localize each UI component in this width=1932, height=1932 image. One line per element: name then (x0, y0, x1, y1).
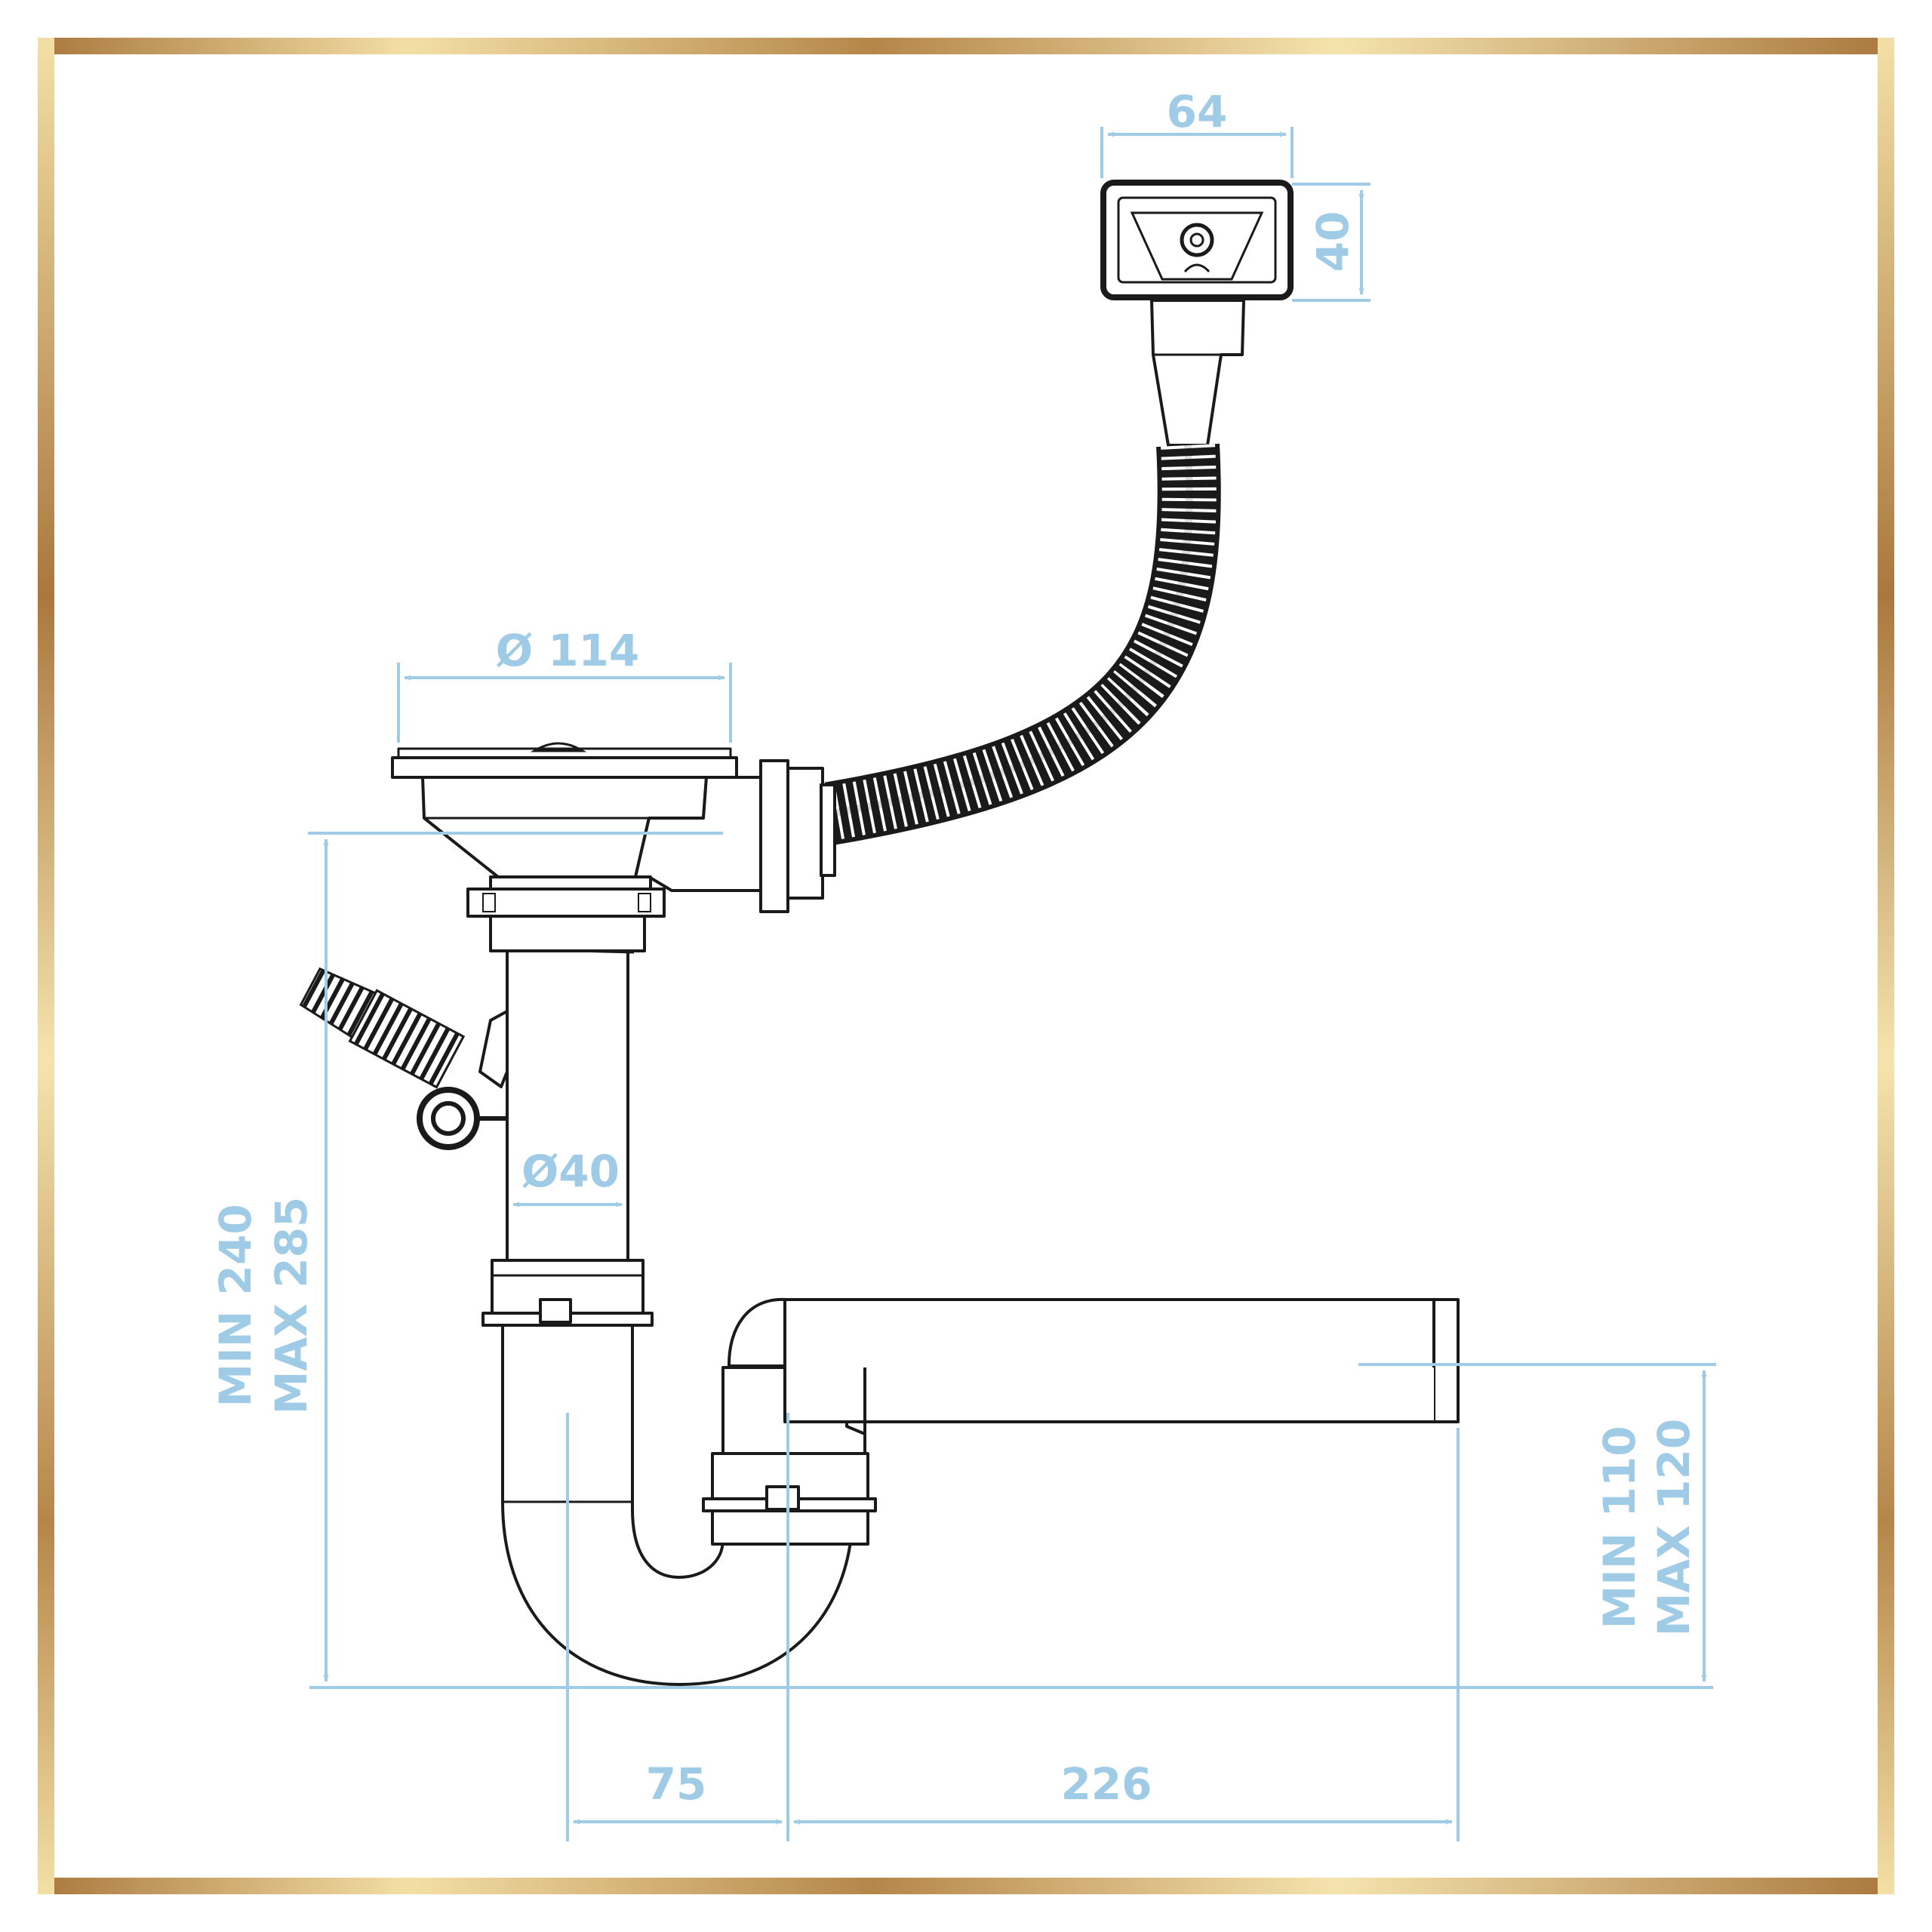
dimension-overflow-height: 40 (1292, 183, 1371, 302)
vertical-pipe-nut (481, 1259, 654, 1327)
appliance-spigot (299, 967, 509, 1150)
overflow-corrugated-hose (824, 443, 1221, 845)
dim-label-114: Ø 114 (496, 625, 640, 676)
dim-label-40: 40 (1307, 211, 1358, 272)
overflow-head (1100, 180, 1294, 300)
dimension-outlet-length: 226 (793, 1428, 1460, 1841)
dimension-pipe-diameter: Ø40 (512, 1146, 623, 1208)
dimension-offset-75: 75 (566, 1413, 789, 1841)
dim-label-226: 226 (1060, 1758, 1152, 1810)
overflow-neck (1150, 299, 1245, 447)
dimension-outlet-height: MIN 110 MAX 120 (1358, 1363, 1716, 1682)
vertical-pipe (506, 949, 635, 1262)
dim-label-min-110: MIN 110 (1594, 1426, 1645, 1629)
dimension-overflow-width: 64 (1100, 86, 1294, 178)
dimension-total-height: MIN 240 MAX 285 (210, 832, 1713, 1689)
dim-label-max-285: MAX 285 (266, 1197, 317, 1415)
dim-label-min-240: MIN 240 (210, 1204, 261, 1407)
dim-label-max-120: MAX 120 (1648, 1419, 1700, 1637)
dim-label-64: 64 (1167, 86, 1228, 137)
hose-connector (759, 759, 836, 913)
dimension-strainer-diameter: Ø 114 (397, 625, 732, 743)
gold-frame (38, 38, 1894, 1894)
horizontal-outlet-pipe (783, 1298, 1460, 1423)
strainer-basket (391, 742, 762, 952)
dim-label-75: 75 (646, 1758, 707, 1810)
dim-label-40-diameter: Ø40 (521, 1146, 620, 1197)
